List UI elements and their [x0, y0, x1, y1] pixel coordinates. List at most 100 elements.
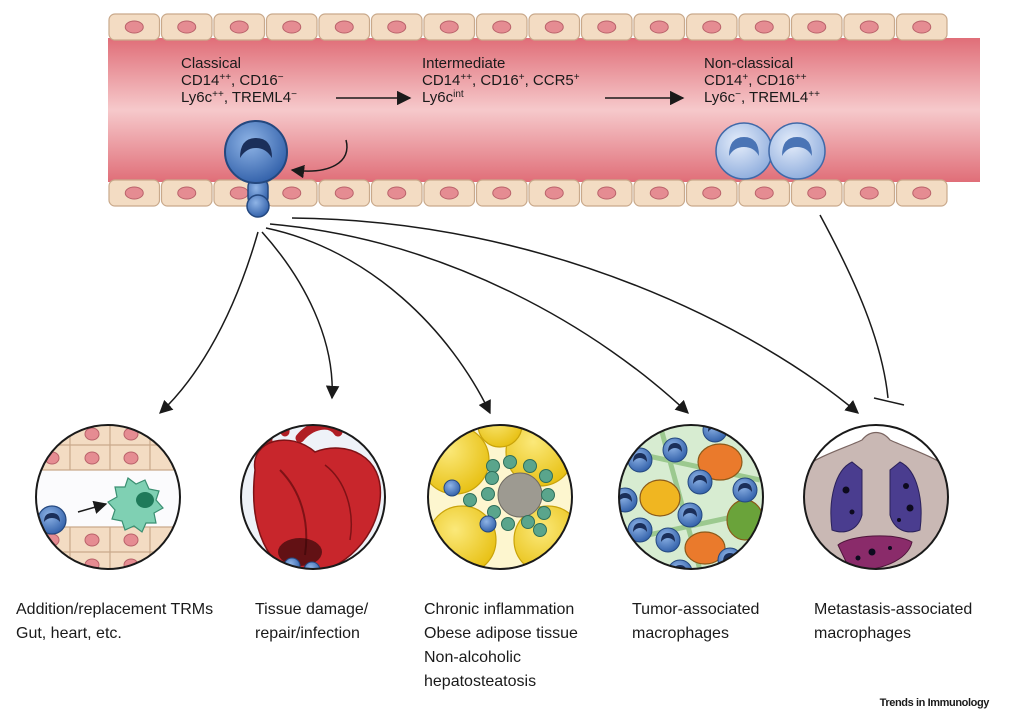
macrophage-cell	[501, 517, 515, 531]
caption-line: Non-alcoholic	[424, 649, 521, 666]
marker-ly6c-sup: int	[453, 89, 464, 100]
caption-chronic-inflammation: Chronic inflammation Obese adipose tissu…	[424, 598, 578, 694]
inhibition-bar	[873, 397, 905, 406]
tumor-monocyte	[677, 502, 703, 528]
endothelial-cell	[423, 179, 476, 207]
classical-markers-line2: Ly6c++, TREML4−	[181, 89, 297, 106]
nonclassical-title: Non-classical	[704, 55, 794, 72]
macrophage-cell	[537, 506, 551, 520]
caption-line: macrophages	[632, 625, 729, 642]
caption-line: repair/infection	[255, 625, 360, 642]
endothelial-cell	[475, 179, 528, 207]
endothelial-cell	[160, 13, 213, 41]
marker-cd16-sup: ++	[794, 72, 807, 83]
caption-line: Chronic inflammation	[424, 601, 575, 618]
panel-trm	[35, 424, 181, 570]
marker-treml4-sup: ++	[808, 89, 820, 100]
intermediate-markers-line2: Ly6cint	[422, 89, 580, 106]
tumor-monocyte	[667, 559, 693, 569]
endothelial-cell	[790, 179, 843, 207]
endothelial-cell	[790, 13, 843, 41]
macrophage-cell	[523, 459, 537, 473]
classical-label: Classical CD14++, CD16− Ly6c++, TREML4−	[181, 55, 297, 106]
endothelial-cell	[895, 13, 948, 41]
classical-title: Classical	[181, 55, 242, 72]
macrophage-cell	[463, 493, 477, 507]
marker-treml4: , TREML4	[740, 89, 809, 106]
macrophage-cell	[533, 523, 547, 537]
marker-cd16: , CD16	[472, 72, 519, 89]
endothelial-cell	[633, 13, 686, 41]
endothelial-cell	[108, 179, 161, 207]
marker-ly6c: Ly6c	[422, 89, 454, 106]
marker-cd14-sup: ++	[219, 72, 232, 83]
endothelium-top	[108, 13, 948, 41]
nonclassical-markers-line2: Ly6c−, TREML4++	[704, 89, 820, 106]
macrophage-cell	[485, 471, 499, 485]
panel-adipose	[427, 424, 573, 570]
marker-cd14: CD14	[422, 72, 461, 89]
endothelial-cell	[160, 179, 213, 207]
marker-cd14-sup: ++	[460, 72, 473, 83]
macrophage-cell	[503, 455, 517, 469]
endothelial-cell	[528, 179, 581, 207]
marker-ccr5-sup: +	[573, 72, 580, 83]
arrow-to-trm	[159, 231, 259, 414]
marker-ccr5: , CCR5	[524, 72, 574, 89]
marker-ly6c: Ly6c	[181, 89, 213, 106]
return-arrow	[290, 139, 348, 179]
endothelial-cell	[633, 179, 686, 207]
nonclassical-label: Non-classical CD14+, CD16++ Ly6c−, TREML…	[704, 55, 820, 106]
classical-markers-line1: CD14++, CD16−	[181, 72, 297, 89]
panel-tumor	[618, 424, 764, 570]
caption-line: Metastasis-associated	[814, 601, 973, 618]
marker-treml4: , TREML4	[223, 89, 292, 106]
marker-cd16-sup: −	[277, 72, 284, 83]
marker-cd14: CD14	[704, 72, 743, 89]
caption-line: hepatosteatosis	[424, 673, 537, 690]
marker-ly6c-sup: ++	[212, 89, 224, 100]
endothelial-cell	[370, 179, 423, 207]
endothelial-cell	[370, 13, 423, 41]
tumor-monocyte	[655, 527, 681, 553]
endothelial-cell	[738, 179, 791, 207]
marker-cd16-sup: +	[518, 72, 525, 83]
journal-logo: Trends in Immunology	[879, 697, 990, 709]
arrow-to-mam	[291, 217, 860, 414]
caption-line: Gut, heart, etc.	[16, 625, 122, 642]
endothelial-cell	[685, 13, 738, 41]
intermediate-markers-line1: CD14++, CD16+, CCR5+	[422, 72, 580, 89]
panel-metastasis	[803, 424, 949, 570]
caption-line: Tissue damage/	[255, 601, 369, 618]
caption-mam: Metastasis-associated macrophages	[814, 598, 972, 646]
endothelium-bottom	[108, 179, 948, 207]
macrophage-cell	[541, 488, 555, 502]
marker-cd14: CD14	[181, 72, 220, 89]
caption-tissue-damage: Tissue damage/ repair/infection	[255, 598, 368, 646]
marker-cd16: , CD16	[748, 72, 795, 89]
nonclassical-monocytes	[715, 122, 826, 180]
endothelial-cell	[738, 13, 791, 41]
endothelial-cell	[685, 179, 738, 207]
tumor-monocyte	[627, 447, 653, 473]
intermediate-label: Intermediate CD14++, CD16+, CCR5+ Ly6cin…	[422, 55, 580, 106]
caption-trm: Addition/replacement TRMs Gut, heart, et…	[16, 598, 213, 646]
arrow-to-tam	[269, 223, 689, 414]
classical-monocyte	[224, 120, 288, 218]
fate-arrows	[159, 214, 905, 415]
endothelial-cell	[843, 13, 896, 41]
inhibition-line	[819, 214, 889, 399]
marker-cd14-sup: +	[742, 72, 749, 83]
endothelial-cell	[580, 179, 633, 207]
endothelial-cell	[475, 13, 528, 41]
caption-line: macrophages	[814, 625, 911, 642]
macrophage-cell	[521, 515, 535, 529]
endothelial-cell	[843, 179, 896, 207]
tumor-monocyte	[662, 437, 688, 463]
caption-tam: Tumor-associated macrophages	[632, 598, 759, 646]
marker-treml4-sup: −	[291, 89, 297, 100]
arrow-to-chronic-inflammation	[265, 227, 491, 415]
caption-line: Obese adipose tissue	[424, 625, 578, 642]
macrophage-cell	[539, 469, 553, 483]
